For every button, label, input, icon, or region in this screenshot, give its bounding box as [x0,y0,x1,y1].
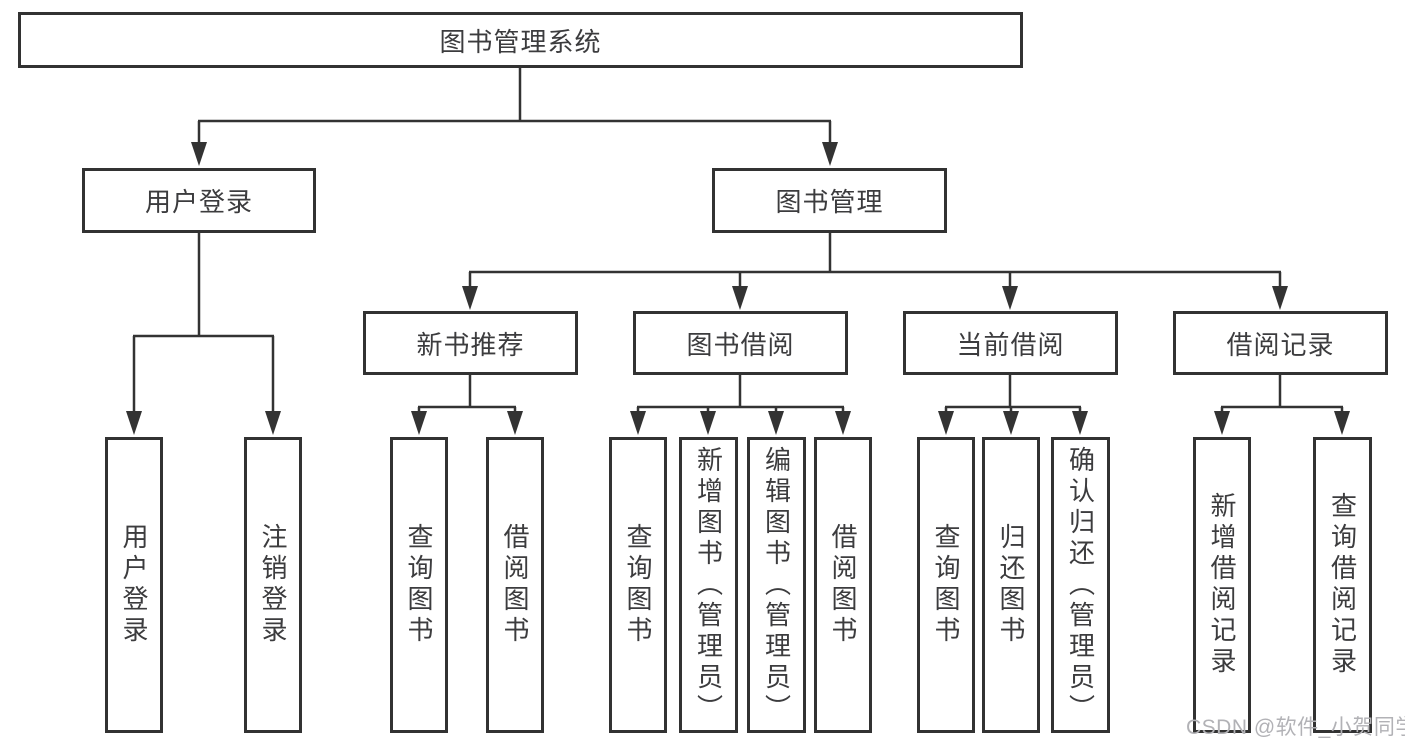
node-label: 用户登录 [144,187,253,217]
leaf-return-book: 归还图书 [982,437,1040,733]
leaf-label: 借阅图书 [500,523,530,647]
node-borrow-records: 借阅记录 [1173,311,1388,375]
node-book-borrow: 图书借阅 [633,311,848,375]
leaf-edit-book-admin: 编辑图书（管理员） [747,437,806,733]
leaf-label: 注销登录 [258,523,288,647]
node-label: 当前借阅 [956,329,1065,360]
leaf-label: 查询图书 [623,523,653,647]
node-current-borrow: 当前借阅 [903,311,1118,375]
leaf-borrow-book-1: 借阅图书 [486,437,544,733]
leaf-label: 归还图书 [996,523,1026,647]
leaf-add-book-admin: 新增图书（管理员） [679,437,738,733]
leaf-label: 新增借阅记录 [1207,492,1237,678]
node-label: 借阅记录 [1226,329,1335,360]
leaf-borrow-book-2: 借阅图书 [814,437,872,733]
node-label: 图书借阅 [686,329,795,360]
node-new-book-recommend: 新书推荐 [363,311,578,375]
leaf-label: 用户登录 [119,523,149,647]
leaf-label: 查询图书 [404,523,434,647]
leaf-add-borrow-record: 新增借阅记录 [1193,437,1251,733]
leaf-query-book-1: 查询图书 [390,437,448,733]
leaf-label: 编辑图书（管理员） [761,445,792,725]
leaf-query-book-2: 查询图书 [609,437,667,733]
node-label: 新书推荐 [416,329,525,360]
leaf-label: 查询借阅记录 [1327,492,1358,678]
node-label: 图书管理 [775,187,884,217]
node-root: 图书管理系统 [18,12,1023,68]
leaf-label: 查询图书 [931,523,961,647]
watermark: CSDN @软件_小贺同学 [1186,716,1405,739]
node-label: 图书管理系统 [439,26,602,57]
leaf-label: 借阅图书 [828,523,858,647]
leaf-logout: 注销登录 [244,437,302,733]
leaf-label: 确认归还（管理员） [1065,445,1096,725]
leaf-user-login: 用户登录 [105,437,163,733]
leaf-query-borrow-record: 查询借阅记录 [1313,437,1372,733]
leaf-confirm-return-admin: 确认归还（管理员） [1051,437,1110,733]
leaf-label: 新增图书（管理员） [693,445,724,725]
node-book-management: 图书管理 [712,168,947,233]
leaf-query-book-3: 查询图书 [917,437,975,733]
node-user-login: 用户登录 [82,168,316,233]
